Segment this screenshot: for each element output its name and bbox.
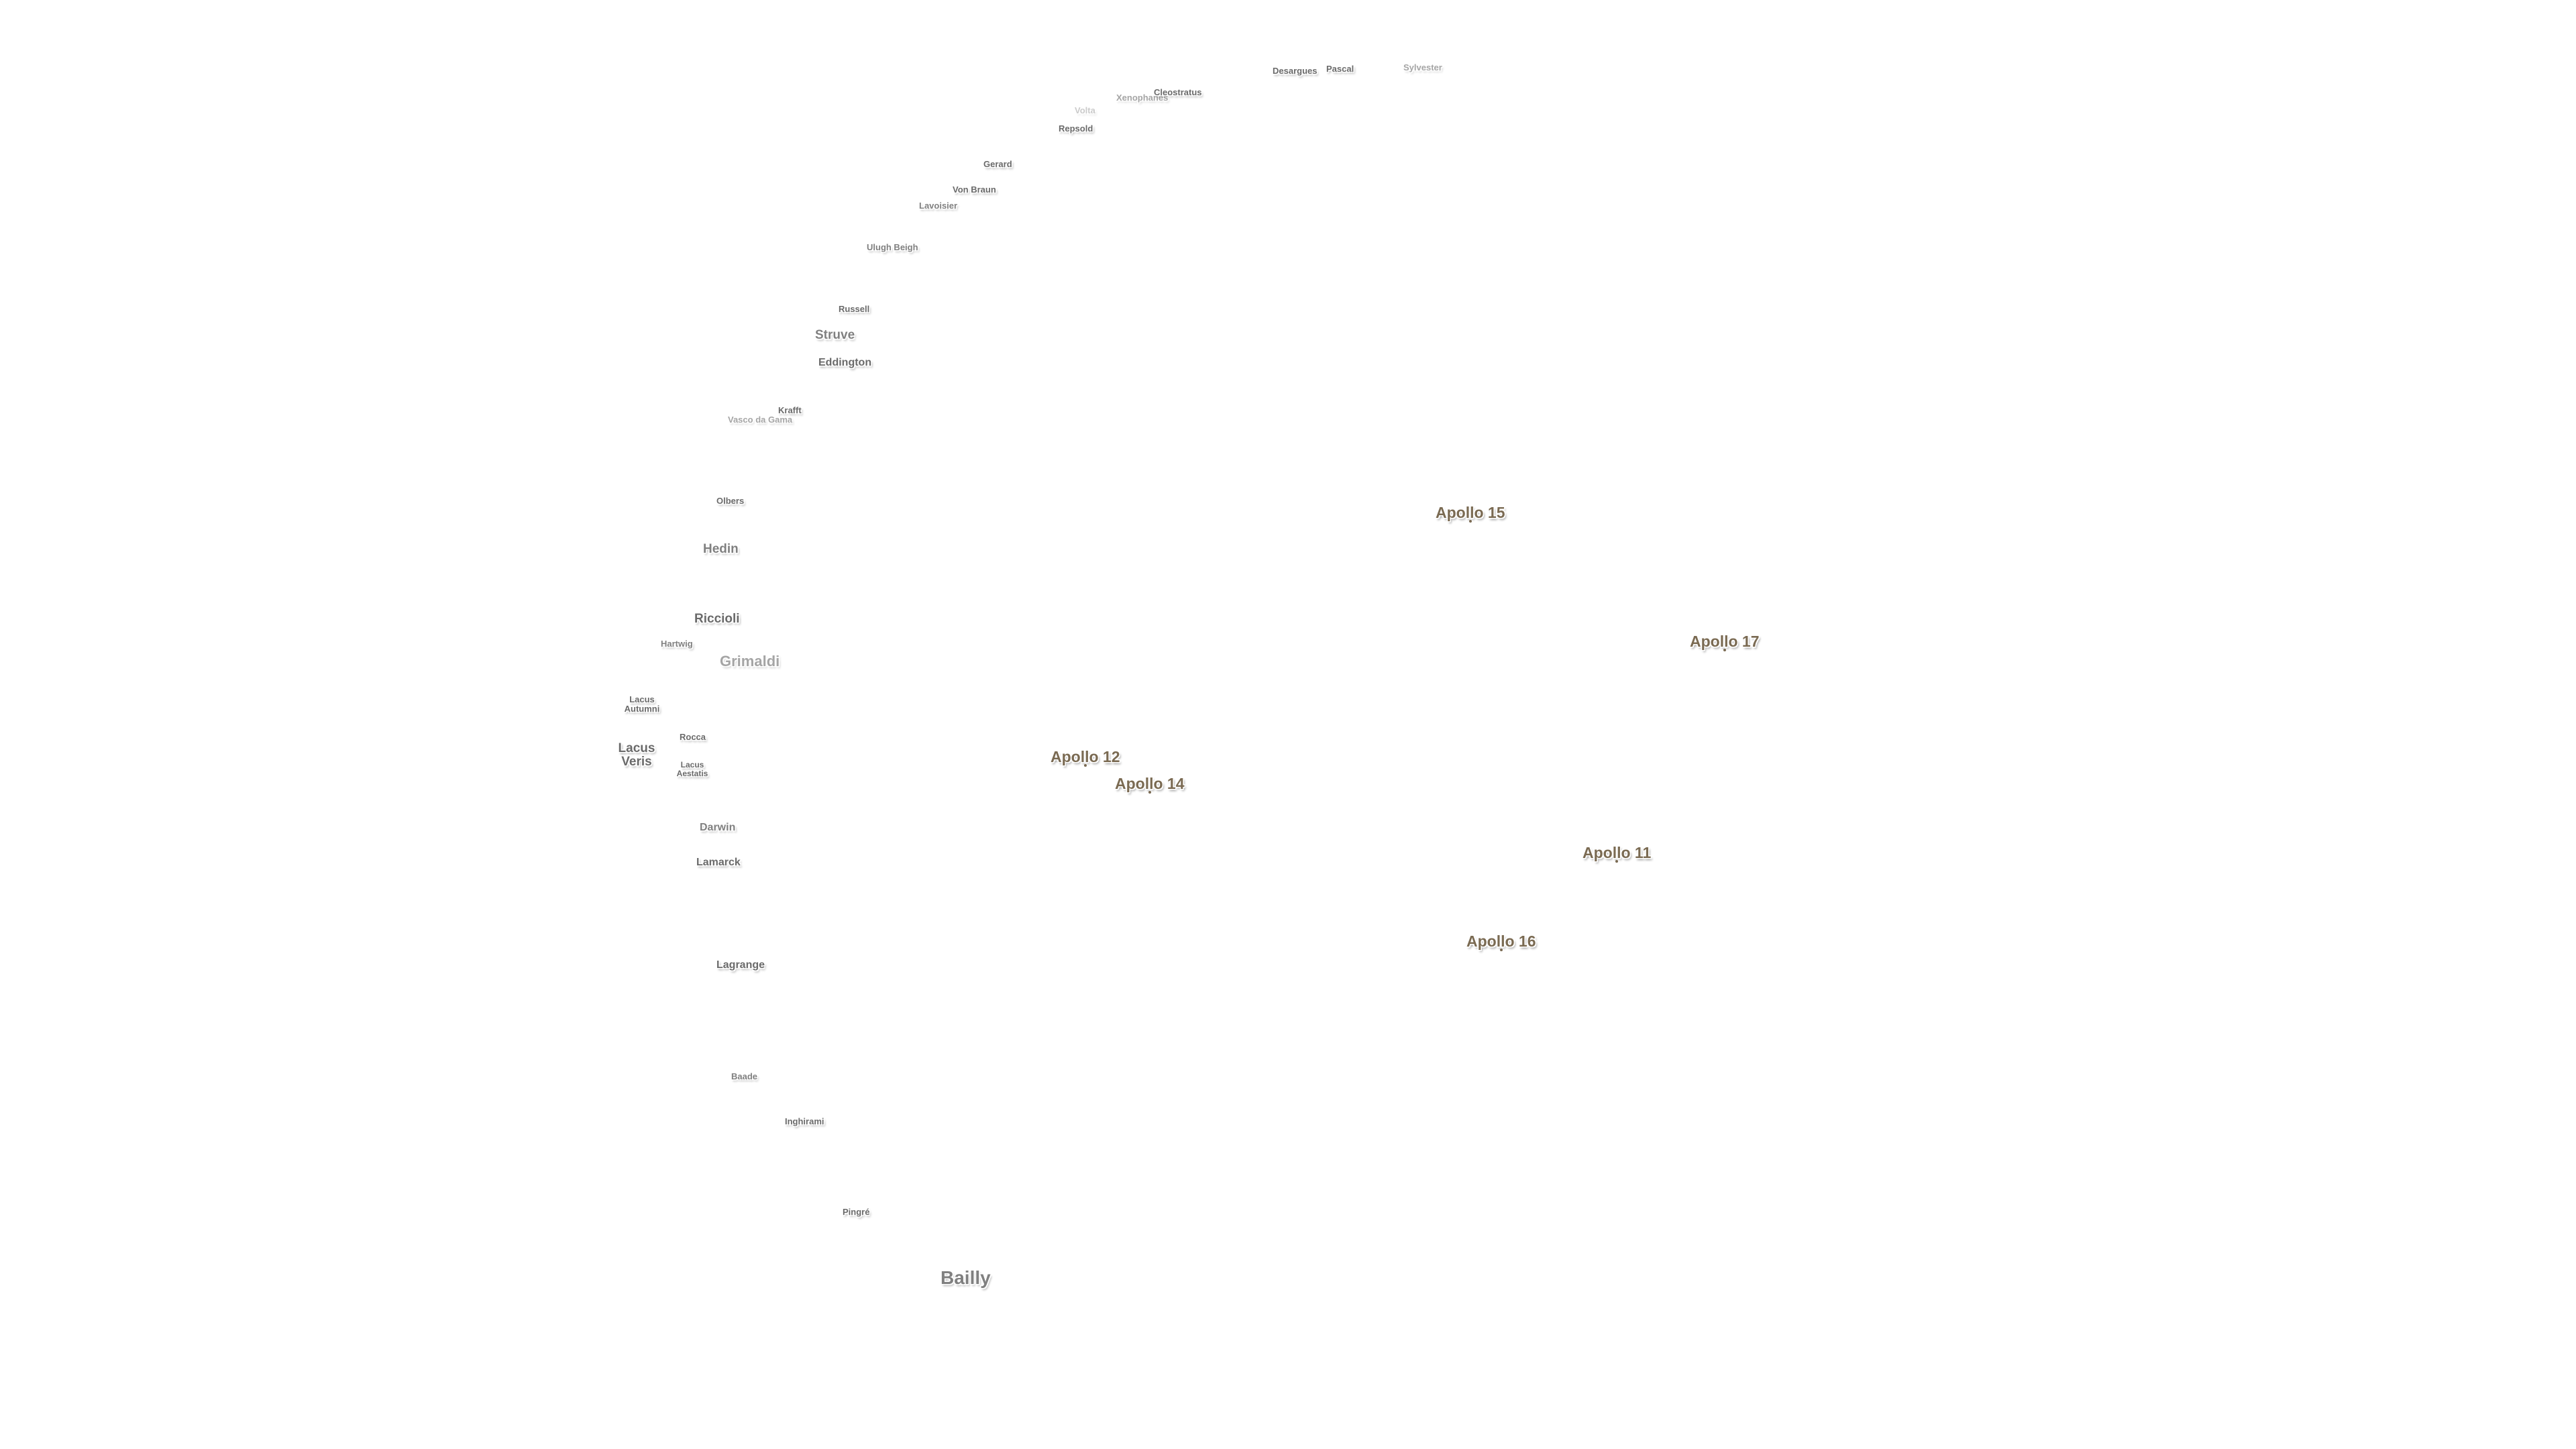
feature-label: Cleostratus bbox=[1154, 87, 1202, 97]
feature-label: Repsold bbox=[1059, 123, 1093, 133]
feature-label: Riccioli bbox=[694, 612, 740, 626]
feature-label: Bailly bbox=[941, 1267, 991, 1288]
landing-site-label: Apollo 14 bbox=[1115, 775, 1185, 792]
feature-label: Olbers bbox=[716, 496, 745, 506]
landing-site-dot-icon bbox=[1083, 764, 1087, 767]
feature-label: Gerard bbox=[983, 159, 1012, 169]
feature-label: Vasco da Gama bbox=[728, 415, 793, 425]
feature-label: Struve bbox=[815, 328, 855, 342]
feature-label: Grimaldi bbox=[720, 653, 780, 669]
feature-label: Xenophanes bbox=[1116, 93, 1169, 103]
feature-label: Ulugh Beigh bbox=[867, 242, 918, 252]
feature-label: Lavoisier bbox=[919, 201, 958, 211]
landing-site-dot-icon bbox=[1499, 949, 1503, 951]
landing-site-dot-icon bbox=[1615, 860, 1619, 863]
landing-site-dot-icon bbox=[1468, 520, 1472, 523]
apollo-16-marker[interactable]: Apollo 16 bbox=[1466, 932, 1536, 951]
apollo-17-marker[interactable]: Apollo 17 bbox=[1690, 633, 1760, 651]
feature-label: Darwin bbox=[700, 822, 736, 833]
landing-site-label: Apollo 12 bbox=[1051, 748, 1120, 765]
feature-label: Lacus Autumni bbox=[624, 694, 660, 714]
feature-label: Von Braun bbox=[953, 184, 996, 195]
apollo-11-marker[interactable]: Apollo 11 bbox=[1582, 844, 1652, 863]
feature-label: Hedin bbox=[703, 542, 739, 556]
feature-label: Sylvester bbox=[1403, 62, 1442, 72]
apollo-12-marker[interactable]: Apollo 12 bbox=[1051, 748, 1120, 767]
landing-site-dot-icon bbox=[1723, 649, 1726, 651]
feature-label: Desargues bbox=[1273, 66, 1318, 76]
feature-label: Hartwig bbox=[661, 639, 693, 649]
landing-site-label: Apollo 11 bbox=[1582, 844, 1652, 861]
apollo-14-marker[interactable]: Apollo 14 bbox=[1115, 775, 1185, 794]
apollo-15-marker[interactable]: Apollo 15 bbox=[1436, 504, 1505, 523]
feature-label: Lagrange bbox=[716, 959, 765, 971]
feature-label: Rocca bbox=[680, 732, 706, 742]
feature-label: Russell bbox=[839, 304, 870, 314]
feature-label: Lamarck bbox=[696, 857, 741, 868]
feature-label: Pascal bbox=[1326, 64, 1354, 74]
feature-label: Lacus Aestatis bbox=[676, 760, 708, 778]
feature-label: Baade bbox=[731, 1071, 758, 1081]
landing-site-label: Apollo 15 bbox=[1436, 504, 1505, 521]
feature-label: Inghirami bbox=[785, 1116, 824, 1126]
feature-label: Eddington bbox=[818, 357, 872, 368]
feature-label: Pingré bbox=[843, 1207, 870, 1217]
landing-site-label: Apollo 16 bbox=[1466, 932, 1536, 950]
landing-site-label: Apollo 17 bbox=[1690, 633, 1760, 650]
feature-label: Volta bbox=[1075, 105, 1095, 115]
feature-label: Lacus Veris bbox=[618, 741, 655, 769]
landing-site-dot-icon bbox=[1148, 791, 1151, 794]
feature-label: Krafft bbox=[778, 405, 802, 415]
